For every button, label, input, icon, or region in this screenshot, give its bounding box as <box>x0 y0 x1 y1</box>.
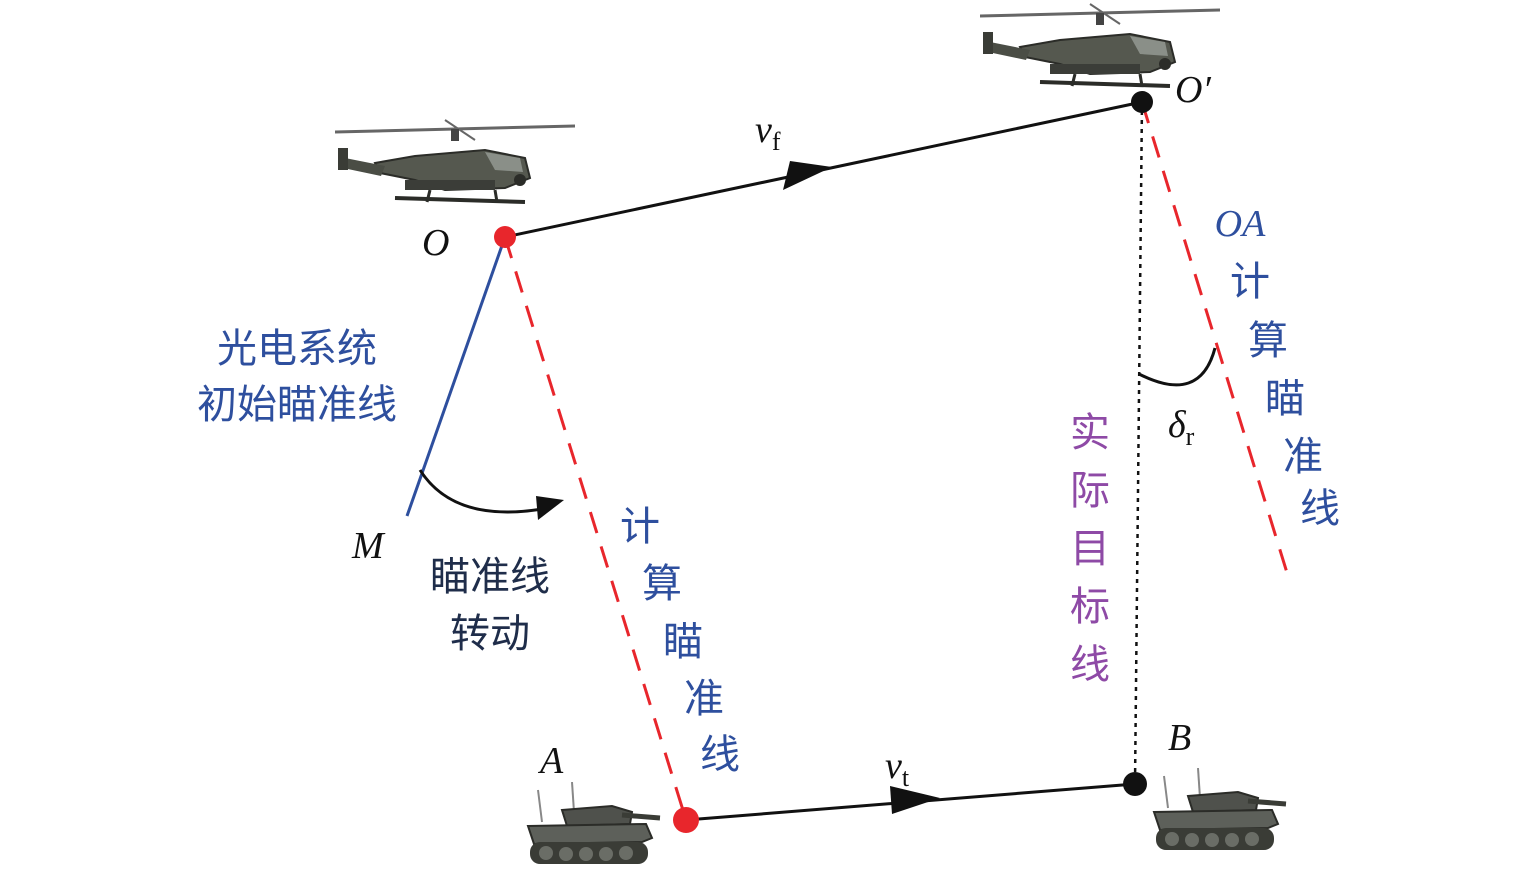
actual-target-line <box>1133 101 1144 785</box>
computed-los-char: 瞄 <box>663 619 703 665</box>
initial-los-line <box>405 236 507 517</box>
point-a-marker <box>673 807 699 833</box>
oa-computed-los-char: 计 <box>1230 259 1270 305</box>
rotation-arc <box>418 469 549 514</box>
point-o-marker <box>494 226 516 248</box>
computed-los-char: 计 <box>620 504 660 550</box>
rotation-arrow <box>536 496 564 520</box>
oa-computed-los-char: 线 <box>1300 486 1340 532</box>
oa-computed-los-line <box>1140 101 1290 577</box>
label-m: M <box>351 525 386 567</box>
point-b-marker <box>1123 772 1147 796</box>
actual-target-line-char: 际 <box>1070 468 1110 514</box>
computed-los-line <box>503 236 688 821</box>
label-vf: vf <box>755 109 781 156</box>
label-o-prime: O′ <box>1175 69 1211 111</box>
tank-icon <box>1154 768 1286 850</box>
helicopter-icon <box>335 118 575 204</box>
computed-los-char: 算 <box>642 561 682 607</box>
oa-computed-los-char: 瞄 <box>1265 376 1305 422</box>
target-direction-arrow <box>890 786 940 814</box>
oa-computed-los-char: 算 <box>1248 318 1288 364</box>
actual-target-line-char: 线 <box>1070 642 1110 688</box>
actual-target-line-char: 实 <box>1070 410 1110 456</box>
initial-los-label-line2: 初始瞄准线 <box>197 382 397 428</box>
label-a: A <box>537 740 564 782</box>
tank-icon <box>528 782 660 864</box>
label-vt: vt <box>885 745 910 792</box>
aircraft-direction-arrow <box>783 161 832 190</box>
rotation-label-line1: 瞄准线 <box>430 554 550 600</box>
computed-los-char: 线 <box>700 732 740 778</box>
computed-los-char: 准 <box>684 676 724 722</box>
actual-target-line-char: 标 <box>1070 584 1110 630</box>
point-o-prime-marker <box>1131 91 1153 113</box>
label-delta-r: δr <box>1168 404 1195 451</box>
label-b: B <box>1168 717 1191 759</box>
rotation-label-line2: 转动 <box>450 611 530 657</box>
oa-computed-los-char: 准 <box>1283 434 1323 480</box>
oa-label: OA <box>1215 203 1266 245</box>
actual-target-line-char: 目 <box>1070 526 1110 572</box>
label-o: O <box>422 222 449 264</box>
initial-los-label-line1: 光电系统 <box>217 326 377 372</box>
angle-arc <box>1138 347 1217 387</box>
